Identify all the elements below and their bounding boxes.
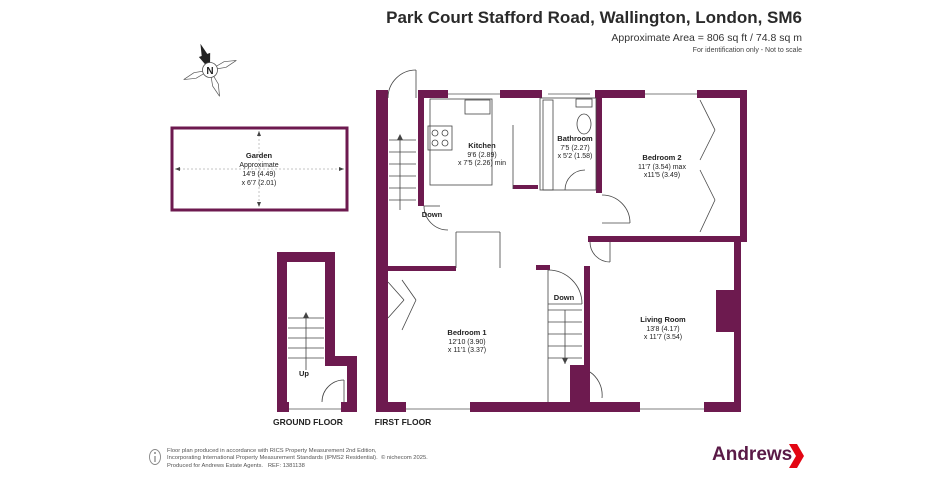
garden-area: Garden Approximate 14'9 (4.49) x 6'7 (2.… bbox=[170, 126, 349, 212]
kitchen-dim-1: 9'6 (2.89) bbox=[467, 152, 496, 159]
brand-logo-text: Andrews bbox=[712, 444, 793, 465]
stairs-down-label-2: Down bbox=[554, 293, 575, 302]
bedroom-1-name: Bedroom 1 bbox=[447, 328, 486, 337]
footer-line-1: Floor plan produced in accordance with R… bbox=[167, 448, 377, 454]
bedroom-2-dim-2: x11'5 (3.49) bbox=[644, 172, 680, 179]
first-floor-label: FIRST FLOOR bbox=[375, 417, 432, 427]
footer-note: Floor plan produced in accordance with R… bbox=[167, 448, 428, 470]
approximate-area: Approximate Area = 806 sq ft / 74.8 sq m bbox=[611, 32, 802, 44]
brand-chevron-icon bbox=[789, 444, 804, 468]
room-living-room: Living Room 13'8 (4.17) x 11'7 (3.54) bbox=[640, 315, 686, 341]
kitchen-name: Kitchen bbox=[468, 141, 496, 150]
compass-icon: N bbox=[183, 43, 237, 97]
first-floor-fixtures bbox=[387, 69, 716, 402]
living-room-dim-1: 13'8 (4.17) bbox=[646, 326, 679, 333]
bathroom-dim-2: x 5'2 (1.58) bbox=[558, 153, 593, 160]
bedroom-1-dim-2: x 11'1 (3.37) bbox=[448, 347, 486, 354]
room-bedroom-1: Bedroom 1 12'10 (3.90) x 11'1 (3.37) bbox=[447, 328, 486, 354]
bedroom-2-name: Bedroom 2 bbox=[642, 153, 681, 162]
disclaimer: For identification only - Not to scale bbox=[692, 47, 802, 54]
footer-line-2: Incorporating International Property Mea… bbox=[167, 455, 428, 462]
first-floor-walls bbox=[376, 90, 747, 412]
kitchen-dim-2: x 7'5 (2.26) min bbox=[458, 160, 506, 167]
compass-label: N bbox=[206, 66, 213, 77]
ground-floor-label: GROUND FLOOR bbox=[273, 417, 343, 427]
stairs-down-label-1: Down bbox=[422, 210, 443, 219]
bedroom-2-dim-1: 11'7 (3.54) max bbox=[638, 164, 686, 171]
room-bedroom-2: Bedroom 2 11'7 (3.54) max x11'5 (3.49) bbox=[638, 153, 686, 179]
garden-dim-2: x 6'7 (2.01) bbox=[242, 180, 277, 187]
living-room-name: Living Room bbox=[640, 315, 686, 324]
room-bathroom: Bathroom 7'5 (2.27) x 5'2 (1.58) bbox=[557, 134, 593, 160]
garden-name: Garden bbox=[246, 151, 273, 160]
garden-dim-1: 14'9 (4.49) bbox=[242, 171, 275, 178]
ground-floor-plan: Up bbox=[277, 252, 357, 412]
living-room-dim-2: x 11'7 (3.54) bbox=[644, 334, 682, 341]
stairs-up-label: Up bbox=[299, 369, 309, 378]
garden-note: Approximate bbox=[239, 162, 278, 169]
page-title: Park Court Stafford Road, Wallington, Lo… bbox=[386, 8, 802, 27]
bathroom-dim-1: 7'5 (2.27) bbox=[560, 145, 589, 152]
bathroom-name: Bathroom bbox=[557, 134, 593, 143]
footer-line-3: Produced for Andrews Estate Agents. REF:… bbox=[167, 462, 305, 469]
room-kitchen: Kitchen 9'6 (2.89) x 7'5 (2.26) min bbox=[458, 141, 506, 167]
info-icon bbox=[149, 449, 161, 465]
bedroom-1-dim-1: 12'10 (3.90) bbox=[448, 339, 485, 346]
